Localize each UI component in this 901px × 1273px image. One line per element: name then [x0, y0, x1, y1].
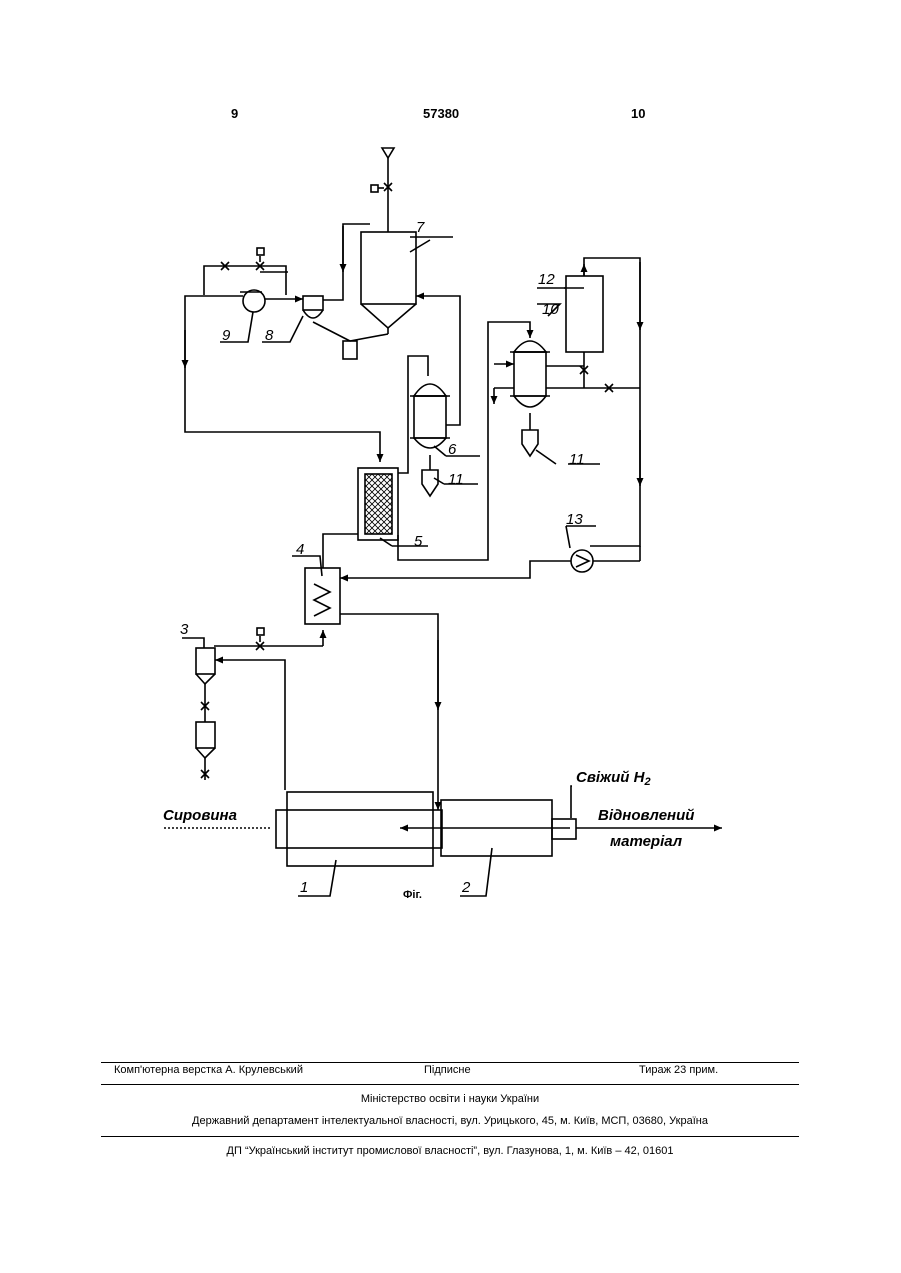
label-10: 10: [542, 301, 559, 318]
figure-caption: Фіг.: [403, 889, 422, 901]
label-6: 6: [448, 441, 457, 458]
cyclone-8: [303, 296, 323, 318]
label-12: 12: [538, 271, 555, 288]
label-8: 8: [265, 327, 274, 344]
footer-layout: Комп'ютерна верстка А. Крулевський: [114, 1064, 303, 1076]
footer-ministry: Міністерство освіти і науки України: [101, 1093, 799, 1105]
label-1: 1: [300, 879, 308, 896]
heat-exchanger-4: [214, 534, 438, 810]
label-2: 2: [461, 879, 471, 896]
footer-institute: ДП “Український інститут промислової вла…: [101, 1145, 799, 1157]
label-11b: 11: [569, 451, 585, 468]
output-label-line2: матеріал: [610, 833, 683, 850]
cooler-2: [400, 786, 576, 856]
vessel-6: [398, 296, 460, 496]
collector: [343, 341, 357, 359]
footer-department: Державний департамент інтелектуальної вл…: [101, 1115, 799, 1127]
heat-exchanger-10: [494, 341, 640, 456]
label-5: 5: [414, 533, 423, 550]
label-9: 9: [222, 327, 231, 344]
pump-13: [340, 546, 640, 578]
footer-rule-middle: [101, 1084, 799, 1085]
label-3: 3: [180, 621, 189, 638]
hopper-7: [361, 148, 416, 334]
footer-rule-top: [101, 1062, 799, 1063]
cyclone-3: [196, 628, 285, 790]
input-raw-label: Сировина: [163, 807, 237, 824]
label-4: 4: [296, 541, 304, 558]
output-label-line1: Відновлений: [598, 807, 694, 824]
reactor-1: [276, 792, 442, 866]
footer-rule-bottom: [101, 1136, 799, 1137]
label-13: 13: [566, 511, 583, 528]
column-12: [566, 258, 640, 546]
blower-9: [240, 290, 303, 312]
filter-5: [358, 468, 398, 540]
footer-circulation: Тираж 23 прим.: [639, 1064, 718, 1076]
label-7: 7: [416, 219, 425, 236]
input-fresh-h2-label: Свіжий H2: [576, 769, 651, 788]
label-11a: 11: [448, 471, 464, 488]
footer-signed: Підписне: [424, 1064, 471, 1076]
